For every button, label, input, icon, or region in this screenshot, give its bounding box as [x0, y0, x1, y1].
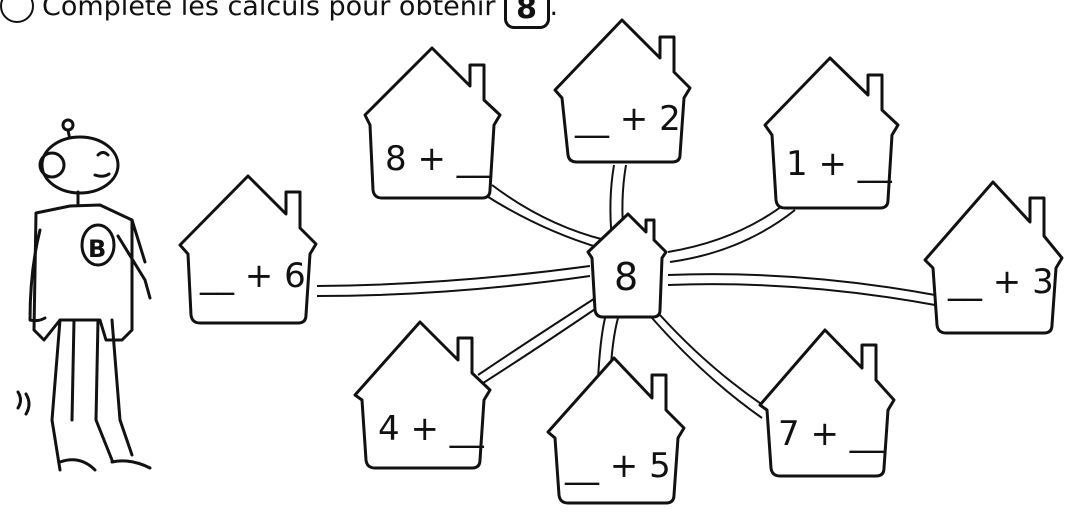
house-plus-6: __ + 6: [178, 174, 318, 325]
roads: [316, 164, 936, 419]
center-house: 8: [586, 212, 668, 319]
road-to-house-plus-6: [316, 275, 591, 297]
instruction-period: .: [549, 0, 559, 22]
robot-mascot: B: [16, 118, 152, 472]
target-number-box: 8: [503, 0, 550, 29]
house-label: 8 + __: [385, 139, 492, 179]
road-to-house-4-plus: [479, 302, 605, 386]
road-to-house-plus-3: [667, 273, 936, 296]
house-label: __ + 2: [574, 99, 681, 139]
house-7-plus: 7 + __: [758, 328, 896, 478]
house-label: 7 + __: [778, 414, 885, 454]
house-plus-3: __ + 3: [923, 180, 1064, 335]
road-to-house-8-plus: [484, 194, 601, 249]
road-to-house-8-plus: [491, 184, 606, 241]
house-plus-5: __ + 5: [546, 356, 686, 505]
exercise-number-circle: [0, 0, 34, 23]
road-to-house-4-plus: [477, 294, 601, 376]
house-label: __ + 5: [564, 446, 671, 486]
road-to-house-1-plus: [669, 209, 796, 263]
road-to-house-plus-6: [316, 265, 591, 287]
house-label: __ + 6: [199, 256, 306, 296]
house-4-plus: 4 + __: [353, 320, 492, 470]
instruction-line: Complète les calculs pour obtenir 8 .: [0, 0, 559, 29]
house-label: 1 + __: [786, 144, 893, 184]
house-label: __ + 3: [947, 262, 1054, 302]
instruction-text: Complète les calculs pour obtenir: [42, 0, 496, 22]
mascot-shirt-letter: B: [88, 235, 106, 263]
house-8-plus: 8 + __: [363, 46, 502, 200]
road-to-house-7-plus: [651, 317, 763, 419]
house-1-plus: 1 + __: [763, 56, 900, 210]
road-to-house-7-plus: [659, 314, 771, 411]
road-to-house-plus-3: [667, 283, 936, 306]
center-number: 8: [614, 255, 638, 299]
house-label: 4 + __: [378, 409, 485, 449]
house-plus-2: __ + 2: [553, 18, 692, 164]
road-to-house-1-plus: [667, 199, 791, 253]
